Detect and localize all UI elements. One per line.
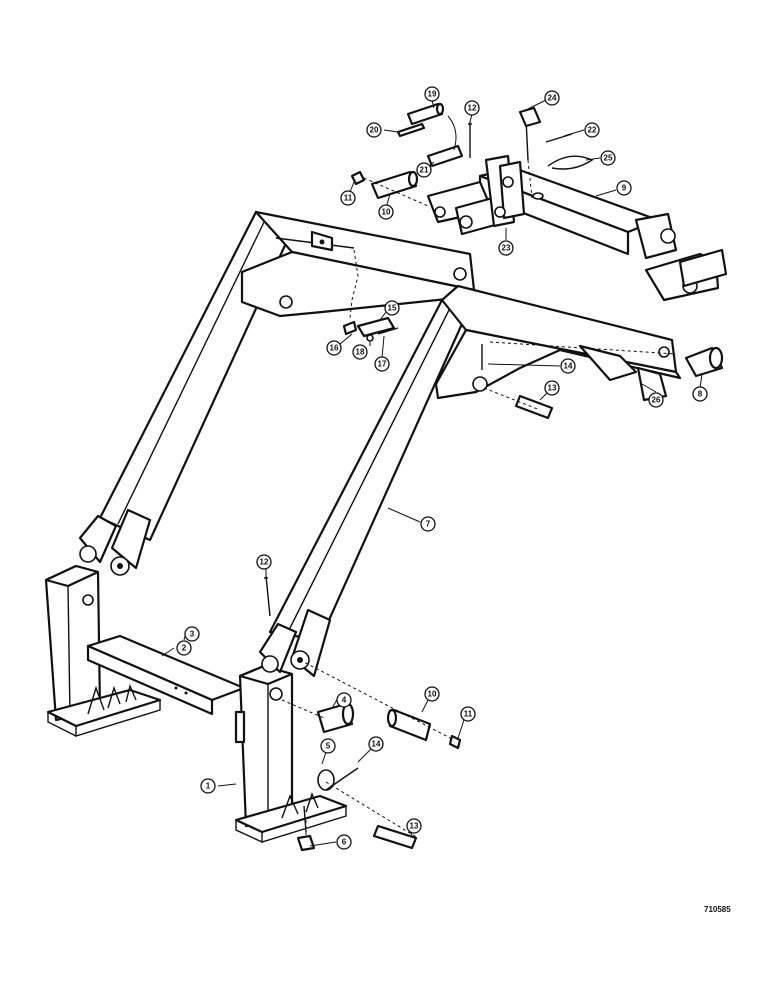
svg-text:4: 4 xyxy=(342,696,347,705)
upper-crossmember xyxy=(426,154,728,302)
callout-10-lower: 10 xyxy=(424,686,440,702)
callout-23: 23 xyxy=(498,240,514,256)
callout-21: 21 xyxy=(416,162,432,178)
svg-text:14: 14 xyxy=(564,362,573,371)
callout-17: 17 xyxy=(374,356,390,372)
svg-text:22: 22 xyxy=(588,126,597,135)
svg-text:19: 19 xyxy=(428,90,437,99)
svg-text:10: 10 xyxy=(382,208,391,217)
callout-14-upper: 14 xyxy=(560,358,576,374)
svg-text:24: 24 xyxy=(548,94,557,103)
svg-text:13: 13 xyxy=(548,384,557,393)
svg-text:23: 23 xyxy=(502,244,511,253)
left-stand xyxy=(44,564,162,737)
callout-4: 4 xyxy=(336,692,352,708)
callout-10-upper: 10 xyxy=(378,204,394,220)
callout-2: 2 xyxy=(176,640,192,656)
right-stand xyxy=(234,664,348,843)
callout-12-lower: 12 xyxy=(256,554,272,570)
callout-8: 8 xyxy=(692,386,708,402)
figure-code: 710585 xyxy=(704,905,731,914)
left-upper-boom xyxy=(240,210,478,319)
callout-22: 22 xyxy=(584,122,600,138)
loose-parts xyxy=(264,102,724,852)
svg-text:11: 11 xyxy=(344,194,353,203)
svg-text:21: 21 xyxy=(420,166,429,175)
svg-text:2: 2 xyxy=(182,644,187,653)
callout-13-lower: 13 xyxy=(406,818,422,834)
svg-text:26: 26 xyxy=(652,396,661,405)
callout-26: 26 xyxy=(648,392,664,408)
callout-24: 24 xyxy=(544,90,560,106)
right-upper-boom xyxy=(434,284,682,402)
callout-9: 9 xyxy=(616,180,632,196)
svg-text:12: 12 xyxy=(468,104,477,113)
callout-12-upper: 12 xyxy=(464,100,480,116)
svg-text:3: 3 xyxy=(190,630,195,639)
callout-1: 1 xyxy=(200,778,216,794)
center-lines xyxy=(281,159,677,839)
callout-19: 19 xyxy=(424,86,440,102)
svg-text:20: 20 xyxy=(370,126,379,135)
svg-text:1: 1 xyxy=(206,782,211,791)
svg-text:14: 14 xyxy=(372,740,381,749)
cross-tube xyxy=(86,634,246,716)
callout-20: 20 xyxy=(366,122,382,138)
svg-text:12: 12 xyxy=(260,558,269,567)
callout-11-lower: 11 xyxy=(460,706,476,722)
svg-text:8: 8 xyxy=(698,390,703,399)
svg-text:9: 9 xyxy=(622,184,627,193)
callout-18: 18 xyxy=(352,344,368,360)
svg-text:10: 10 xyxy=(428,690,437,699)
svg-text:11: 11 xyxy=(464,710,473,719)
svg-text:6: 6 xyxy=(342,838,347,847)
callout-14-lower: 14 xyxy=(368,736,384,752)
svg-text:17: 17 xyxy=(378,360,387,369)
svg-text:5: 5 xyxy=(326,742,331,751)
callout-15: 15 xyxy=(384,300,400,316)
svg-text:18: 18 xyxy=(356,348,365,357)
svg-text:25: 25 xyxy=(604,154,613,163)
callout-11-upper: 11 xyxy=(340,190,356,206)
svg-text:15: 15 xyxy=(388,304,397,313)
callout-3: 3 xyxy=(184,626,200,642)
callout-6: 6 xyxy=(336,834,352,850)
svg-text:16: 16 xyxy=(330,344,339,353)
callout-7: 7 xyxy=(420,516,436,532)
callout-16: 16 xyxy=(326,340,342,356)
svg-text:13: 13 xyxy=(410,822,419,831)
callout-13-upper: 13 xyxy=(544,380,560,396)
svg-text:7: 7 xyxy=(426,520,431,529)
callout-25: 25 xyxy=(600,150,616,166)
callout-5: 5 xyxy=(320,738,336,754)
